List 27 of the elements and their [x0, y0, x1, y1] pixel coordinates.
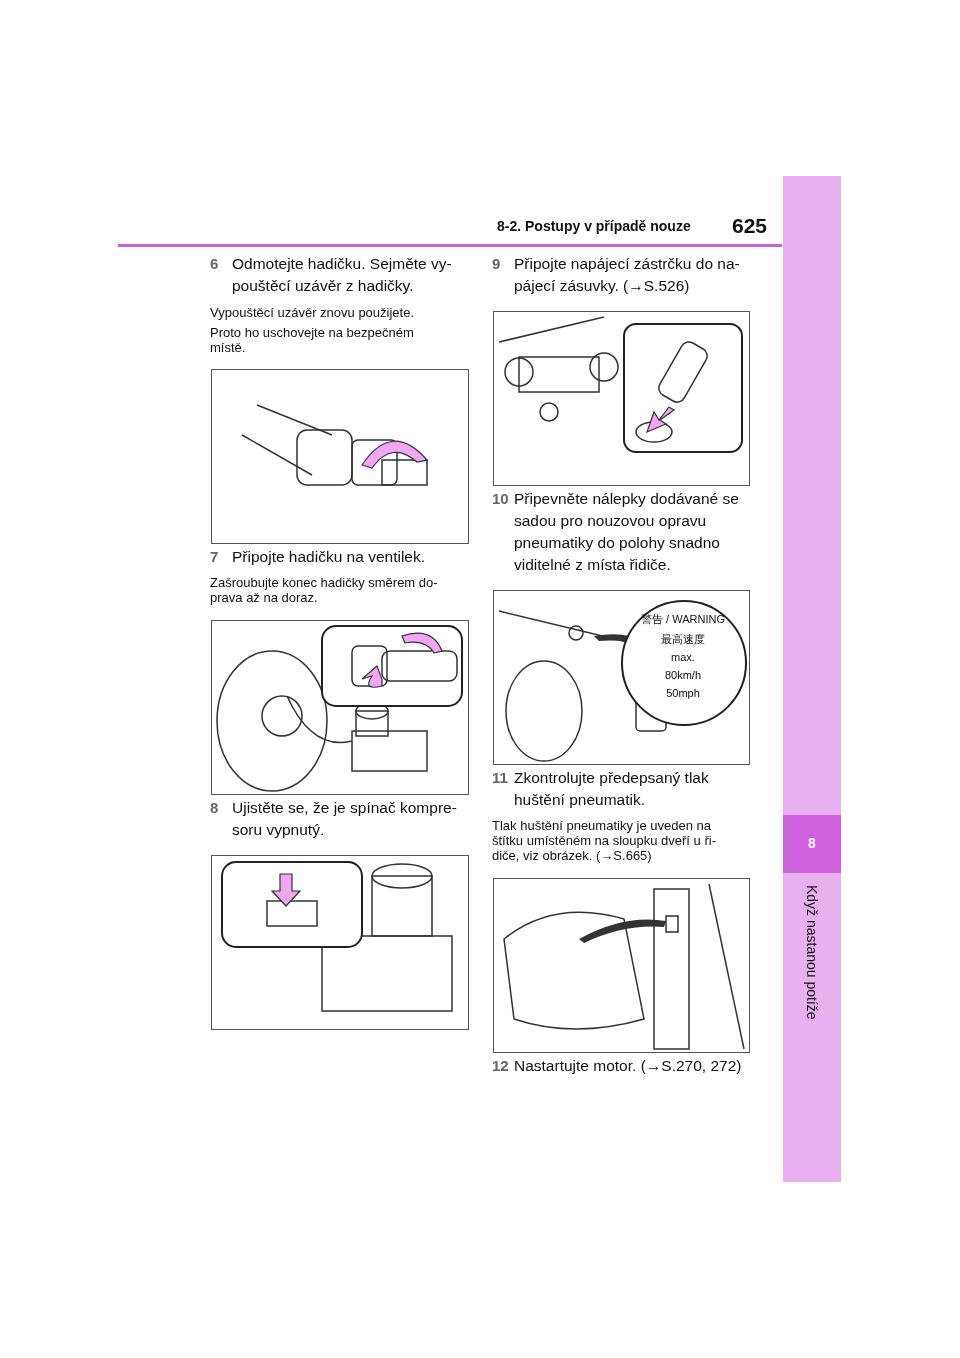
- step-number: 9: [492, 255, 502, 272]
- page-number: 625: [732, 214, 769, 238]
- step-text: Připevněte nálepky dodávané se sadou pro nouzovou opravu pneumatiky do polohy snadno viditelné z místa řidiče.: [514, 489, 740, 575]
- sticker-text: max.: [670, 650, 696, 664]
- step-text: Připojte hadičku na ventilek.: [232, 547, 426, 567]
- note-text: Zašroubujte konec hadičky směrem do-prava až na doraz.: [210, 575, 439, 605]
- step-text: Zkontrolujte předepsaný tlak huštění pneumatik.: [514, 768, 710, 810]
- step-number: 10: [492, 490, 510, 507]
- note-text: Vypouštěcí uzávěr znovu použijete.: [210, 305, 416, 320]
- step-text: Odmotejte hadičku. Sejměte vy-pouštěcí uzávěr z hadičky.: [232, 254, 453, 296]
- step-text: Ujistěte se, že je spínač kompre-soru vypnutý.: [232, 798, 458, 840]
- step-number: 6: [210, 255, 220, 272]
- sticker-text: 80km/h: [663, 668, 703, 682]
- chapter-number: 8: [807, 835, 817, 851]
- note-text: Proto ho uschovejte na bezpečném místě.: [210, 325, 415, 355]
- step-number: 7: [210, 548, 220, 565]
- chapter-title: Když nastanou potíže: [804, 885, 820, 1020]
- sticker-text: 最高速度: [660, 632, 706, 646]
- step-number: 8: [210, 799, 220, 816]
- step-text: Připojte napájecí zástrčku do na-pájecí zásuvky. (→S.526): [514, 254, 741, 296]
- step-number: 11: [492, 769, 509, 786]
- step-number: 12: [492, 1057, 510, 1074]
- step-text: Nastartujte motor. (→S.270, 272): [514, 1056, 743, 1076]
- note-text: Tlak huštění pneumatiky je uveden na štítku umístěném na sloupku dveří u ři-diče, viz obrázek. (→S.665): [492, 818, 717, 863]
- sticker-text: 50mph: [665, 686, 701, 700]
- sticker-text: 警告 / WARNING: [640, 612, 726, 626]
- section-heading: 8-2. Postupy v případě nouze: [497, 218, 692, 234]
